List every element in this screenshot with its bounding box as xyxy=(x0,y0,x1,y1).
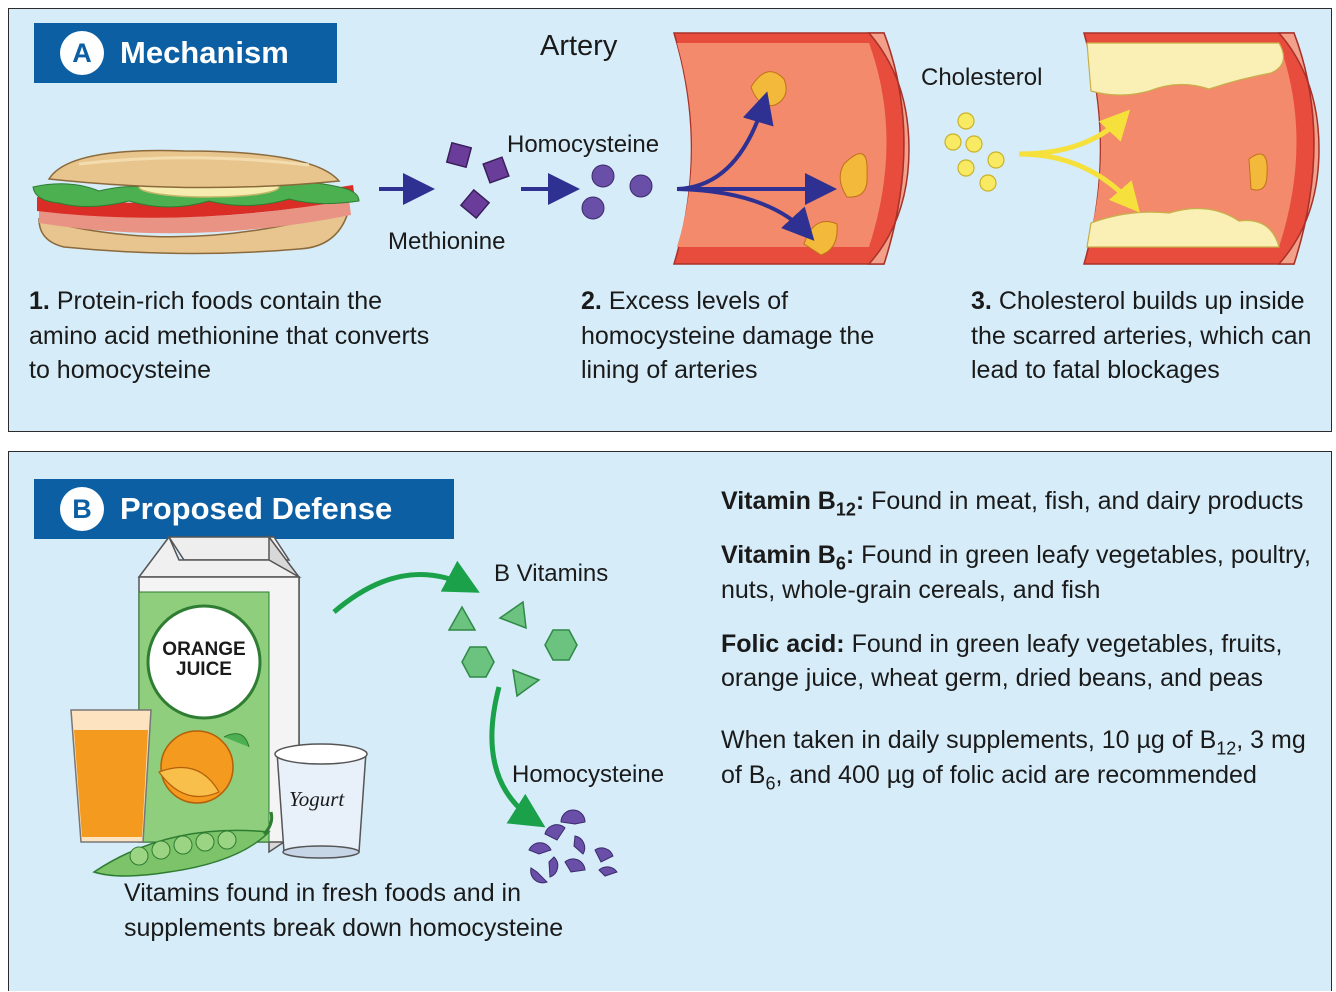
juice-glass xyxy=(71,710,151,842)
arrow-to-homocysteine xyxy=(492,687,537,822)
cholesterol-molecules xyxy=(945,113,1004,191)
dose-recommendation: When taken in daily supplements, 10 µg o… xyxy=(721,723,1313,792)
blocked-artery xyxy=(1019,33,1319,264)
step-3-text: 3. Cholesterol builds up inside the scar… xyxy=(971,284,1323,388)
b-vitamin-molecules xyxy=(449,602,577,696)
carton-label: ORANGE JUICE xyxy=(151,640,257,680)
vitamin-b6-item: Vitamin B6: Found in green leafy vegetab… xyxy=(721,538,1313,607)
panel-mechanism: A Mechanism xyxy=(8,8,1332,432)
defense-caption: Vitamins found in fresh foods and in sup… xyxy=(124,876,564,946)
broken-homocysteine xyxy=(529,810,617,883)
damaged-artery xyxy=(674,33,909,264)
vitamin-list: Vitamin B12: Found in meat, fish, and da… xyxy=(721,484,1313,812)
panel-proposed-defense: B Proposed Defense xyxy=(8,451,1332,991)
label-cholesterol: Cholesterol xyxy=(921,64,1042,93)
orange-juice-carton xyxy=(139,537,299,852)
label-b-vitamins: B Vitamins xyxy=(494,560,608,589)
step-2-text: 2. Excess levels of homocysteine damage … xyxy=(581,284,901,388)
label-homocysteine: Homocysteine xyxy=(507,131,659,160)
folic-acid-item: Folic acid: Found in green leafy vegetab… xyxy=(721,627,1313,696)
label-artery: Artery xyxy=(540,29,617,64)
yogurt-label: Yogurt xyxy=(289,787,344,812)
label-homocysteine: Homocysteine xyxy=(512,761,664,790)
arrow-to-b-vitamins xyxy=(334,575,471,613)
vitamin-b12-item: Vitamin B12: Found in meat, fish, and da… xyxy=(721,484,1313,518)
homocysteine-molecules xyxy=(582,165,652,219)
label-methionine: Methionine xyxy=(388,228,505,257)
sandwich-illustration xyxy=(33,151,359,254)
methionine-molecules xyxy=(447,143,509,218)
step-1-text: 1. Protein-rich foods contain the amino … xyxy=(29,284,449,388)
